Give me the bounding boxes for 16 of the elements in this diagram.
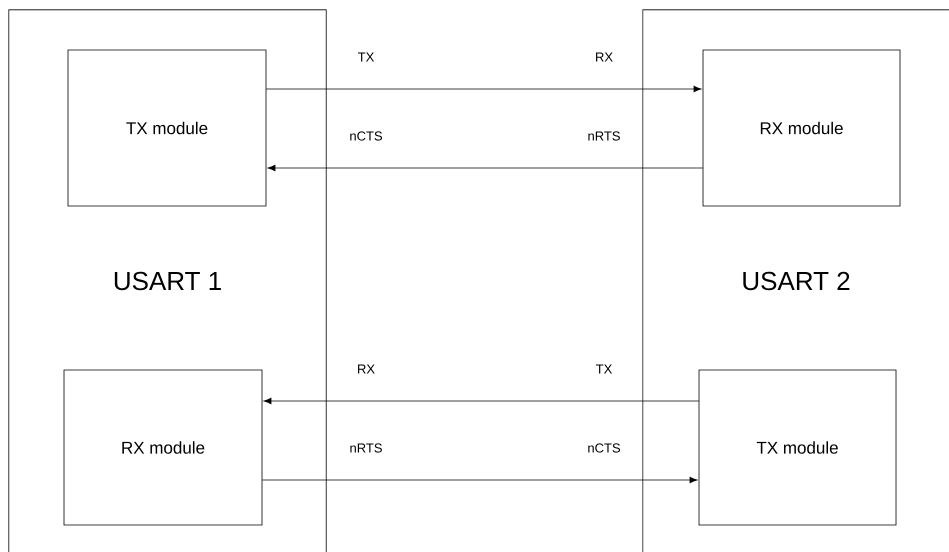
module-box: RX module [702,50,900,206]
module-box: TX module [698,370,896,526]
signal-label: nRTS [350,443,382,453]
arrow [266,86,702,92]
module-box: RX module [64,370,262,526]
signal-label: TX [596,364,612,374]
arrow [264,398,699,404]
signal-label: TX [358,52,374,62]
signal-label: RX [358,364,375,374]
module-box: TX module [68,50,266,206]
arrow [268,164,703,172]
signal-label: RX [596,52,613,62]
signal-label: nRTS [588,131,620,141]
arrow [262,476,698,484]
signal-label: nCTS [350,131,382,141]
signal-label: nCTS [588,443,620,453]
